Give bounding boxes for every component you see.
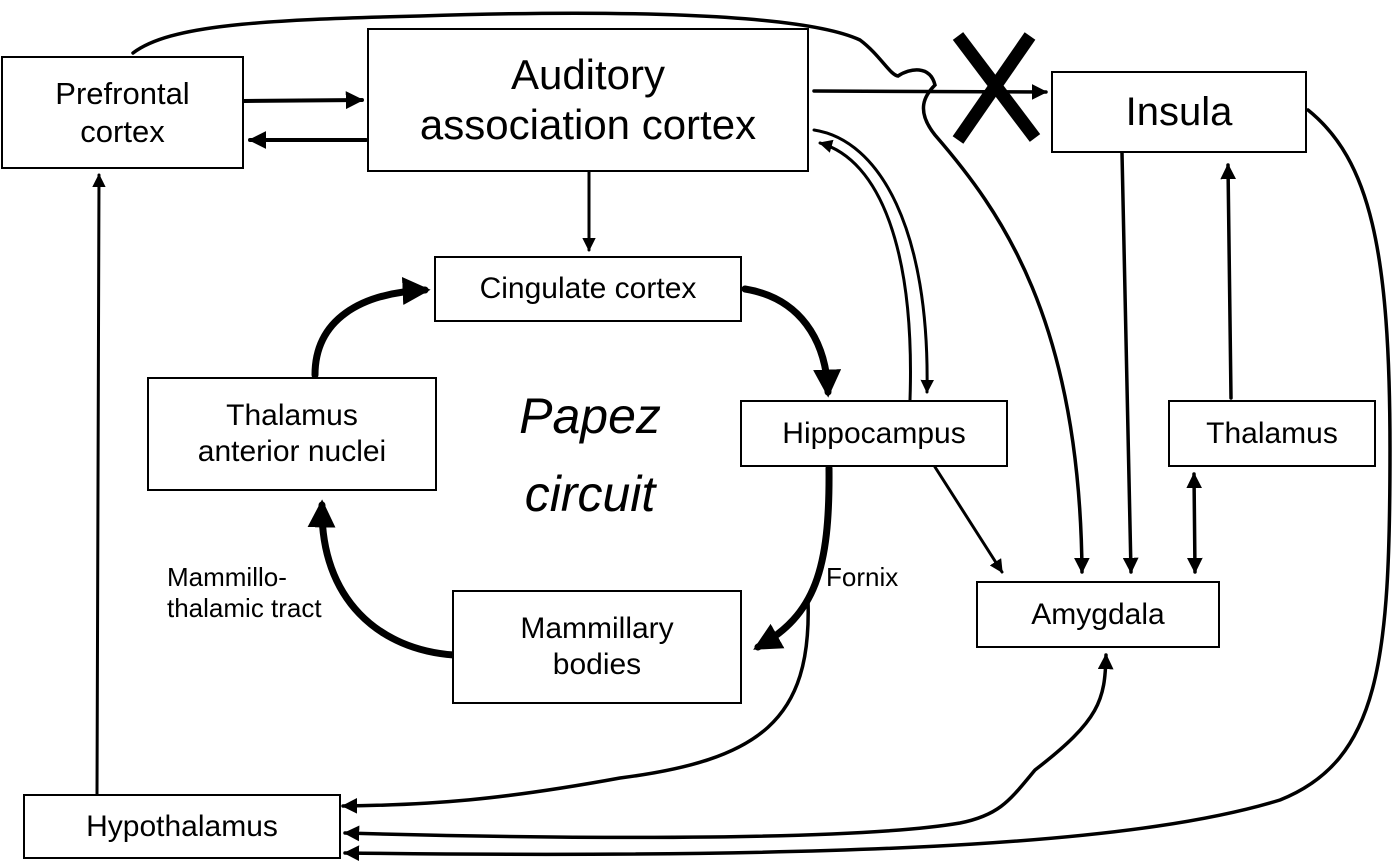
edge-insula-to-amygdala [1120, 151, 1139, 574]
node-label: Prefrontal [55, 76, 190, 112]
edge-mammillary-to-thalamus-anterior [307, 499, 458, 659]
node-label: Thalamus [1206, 416, 1338, 450]
blocked-x-icon [952, 32, 1041, 144]
node-label: Mammillary [520, 612, 674, 645]
edge-hippocampus-to-amygdala [933, 465, 1004, 574]
edge-hippocampus-to-mammillary [753, 464, 833, 651]
node-thalamus: Thalamus [1168, 400, 1376, 467]
node-label: Insula [1125, 90, 1233, 134]
edge-label-mammillothalamic-tract: Mammillo- thalamic tract [167, 562, 322, 624]
edge-insula-to-hypothalamus [343, 108, 1392, 862]
node-label: association cortex [419, 101, 757, 148]
edge-prefrontal-to-auditory [242, 91, 364, 110]
edge-hippocampus-to-auditory [818, 139, 912, 402]
node-label: Hippocampus [782, 416, 966, 450]
node-hippocampus: Hippocampus [740, 400, 1008, 467]
node-label: Amygdala [1031, 597, 1165, 631]
edge-auditory-to-hippocampus [812, 128, 934, 394]
node-hypothalamus: Hypothalamus [23, 794, 341, 859]
node-label: Thalamus [226, 399, 358, 432]
node-label: cortex [80, 113, 165, 149]
title-line: circuit [524, 465, 656, 522]
node-amygdala: Amygdala [976, 581, 1220, 648]
node-label: anterior nuclei [197, 435, 387, 468]
node-label: Hypothalamus [86, 809, 278, 843]
diagram-title: Papez circuit [505, 378, 675, 533]
edge-thalamus-amygdala [1186, 472, 1203, 574]
edge-label-line: thalamic tract [167, 593, 322, 624]
node-label: Auditory [510, 50, 666, 98]
edge-cingulate-to-hippocampus [741, 285, 842, 398]
title-line: Papez [519, 388, 661, 444]
node-cingulate-cortex: Cingulate cortex [434, 256, 742, 322]
edge-prefrontal-to-amygdala [131, 11, 1090, 574]
node-label: bodies [552, 648, 642, 681]
edge-hypothalamus-to-prefrontal [92, 173, 106, 797]
edge-thalamus-anterior-to-cingulate [311, 277, 431, 379]
edge-label-fornix: Fornix [826, 562, 899, 592]
node-insula: Insula [1051, 71, 1307, 153]
edge-hypothalamus-amygdala [343, 653, 1114, 842]
edge-label-line: Mammillo- [167, 562, 287, 592]
edge-thalamus-to-insula [1220, 163, 1237, 400]
node-label: Cingulate cortex [479, 272, 697, 305]
